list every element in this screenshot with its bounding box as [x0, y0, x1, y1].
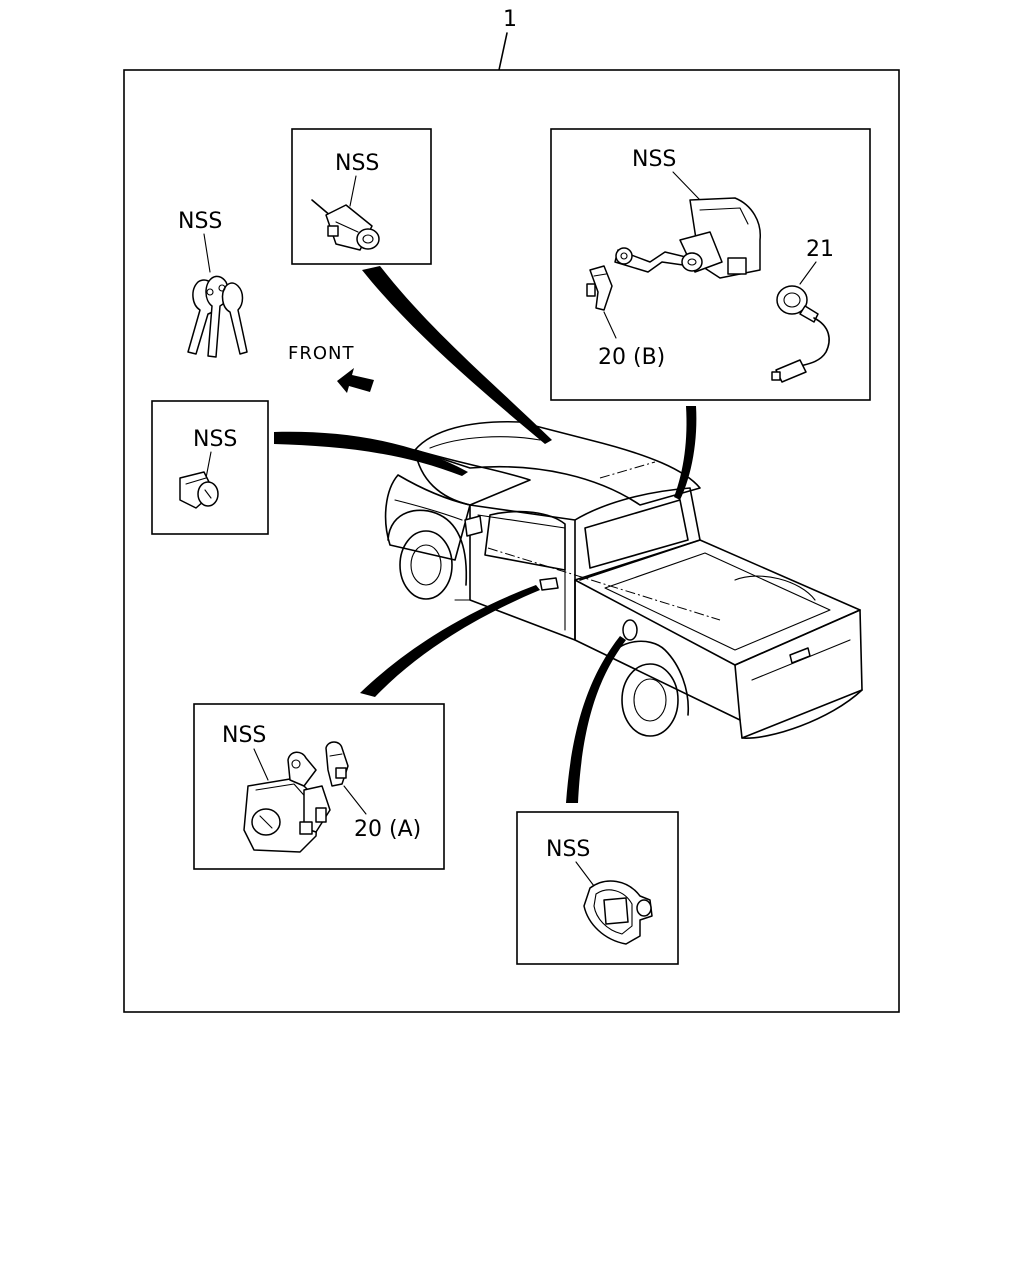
- ignition-cylinder-icon: [311, 199, 380, 251]
- fuel-lid-lock-panel: NSS: [516, 811, 679, 965]
- assembly-leader: [498, 32, 508, 71]
- actuator-switch-icon: [771, 285, 830, 383]
- fuel-lid-lock-icon: [583, 880, 653, 945]
- fuel-lid-callout: NSS: [546, 837, 590, 862]
- door-cylinder-icon: [179, 471, 219, 509]
- connector-rod-icon: [586, 265, 613, 311]
- tailgate-lock-icon: [614, 197, 761, 279]
- part-21-label: 21: [806, 237, 834, 262]
- tailgate-callout: NSS: [632, 147, 676, 172]
- keys-callout: NSS: [178, 209, 222, 234]
- assembly-label: 1: [503, 7, 517, 32]
- part-20b-label: 20 (B): [598, 345, 665, 370]
- door-lock-icon: [243, 751, 331, 853]
- door-lock-panel: NSS 20 (A): [193, 703, 445, 870]
- key-set-icon: [187, 275, 248, 358]
- ignition-cylinder-panel: NSS: [291, 128, 432, 265]
- keys-group: NSS: [178, 209, 248, 358]
- door-cylinder-panel: NSS: [151, 400, 269, 535]
- leader-tailgate: [674, 406, 697, 500]
- leader-fuel-lid: [566, 636, 626, 803]
- part-20a-label: 20 (A): [354, 817, 421, 842]
- front-label: FRONT: [288, 343, 355, 364]
- door-cylinder-callout: NSS: [193, 427, 237, 452]
- pickup-truck: [384, 420, 863, 739]
- lock-rod-clip-icon: [325, 741, 349, 787]
- leader-door-cylinder: [274, 431, 468, 476]
- tailgate-lock-panel: NSS 21 20 (B): [550, 128, 871, 401]
- ignition-callout: NSS: [335, 151, 379, 176]
- leader-door-lock: [360, 585, 540, 697]
- leader-ignition: [362, 266, 552, 444]
- door-lock-callout: NSS: [222, 723, 266, 748]
- front-arrow-icon: [337, 368, 374, 393]
